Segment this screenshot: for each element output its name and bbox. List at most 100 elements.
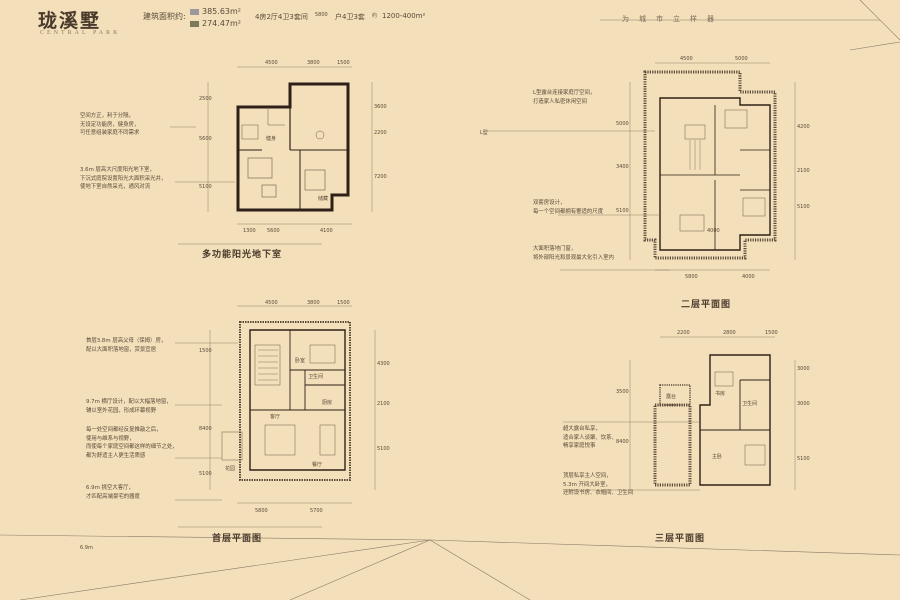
area-row-1: 385.63m² — [190, 7, 241, 16]
area-swatch-2 — [190, 20, 199, 27]
third-dim-top-2: 2800 — [723, 330, 736, 336]
first-desc-2-line-1: 9.7m 横厅设计，配以大幅落地窗， — [86, 399, 172, 405]
second-desc-1: L型露台连接家庭厅空间， 打造家人私密休闲空间 — [533, 89, 653, 106]
second-desc-3-line-1: 大面积落地门窗， — [533, 246, 577, 252]
second-dim-top-2: 5000 — [735, 56, 748, 62]
first-dim-left-1: 1500 — [199, 348, 212, 354]
second-dim-right-1: 4200 — [797, 124, 810, 130]
first-room-living: 客厅 — [270, 413, 280, 420]
project-title: 珑溪墅 — [38, 10, 102, 32]
second-desc-1-line-2: 打造家人私密休闲空间 — [533, 98, 587, 105]
third-desc-2-line-3: 还附设书房、衣帽间、卫生间 — [563, 490, 634, 496]
second-desc-3: 大面积落地门窗， 将外部阳光和景观最大化引入室内 — [533, 245, 653, 262]
second-desc-2-line-1: 双套房设计， — [533, 200, 566, 206]
first-desc-2-line-2: 辅以室外花园，形成环幕视野 — [86, 407, 157, 414]
first-desc-3: 每一处空间都经反复推敲之后， 使用与维系与视野， 而使每个家庭空间都这样的细节之… — [86, 426, 206, 460]
third-desc-2-line-2: 5.3m 开间大卧室， — [563, 481, 611, 488]
third-room-master: 主卧 — [712, 453, 722, 460]
first-dim-left-3: 5100 — [199, 471, 212, 477]
area-value-2: 274.47m² — [202, 19, 241, 28]
area-value-1: 385.63m² — [202, 7, 241, 16]
basement-dim-top-1: 4500 — [265, 60, 278, 66]
second-dim-bottom-2: 4000 — [742, 274, 755, 280]
first-desc-1: 首层3.8m 层高父母（保姆）房， 配以大面积落地窗，赏景宜居 — [86, 337, 206, 354]
third-desc-1-line-3: 畅享家庭悦事 — [563, 443, 596, 449]
second-dim-left-1: 5000 — [616, 121, 629, 127]
first-dim-right-2: 2100 — [377, 401, 390, 407]
basement-dim-right-3: 7200 — [374, 174, 387, 180]
basement-desc-1-line-1: 空间方正，利于分隔， — [80, 113, 134, 119]
basement-desc-1-line-2: 无设定功能房，健身房， — [80, 121, 140, 128]
first-dim-right-3: 5100 — [377, 446, 390, 452]
third-plan-title: 三层平面图 — [655, 534, 706, 544]
second-dim-left-2: 3400 — [616, 164, 629, 170]
area-swatch-1 — [190, 8, 199, 15]
third-room-study: 书房 — [715, 390, 725, 397]
first-desc-4: 6.9m 挑空大客厅， 才匹配高端豪宅的器度 — [86, 484, 206, 501]
first-dim-top-2: 3800 — [307, 300, 320, 306]
first-dim-bottom-1: 5800 — [255, 508, 268, 514]
third-desc-1-line-2: 适合家人谈聚、饮茶、 — [563, 434, 617, 441]
third-dim-right-2: 3000 — [797, 401, 810, 407]
basement-dim-top-3: 1500 — [337, 60, 350, 66]
second-dim-right-3: 5100 — [797, 204, 810, 210]
basement-dim-left-2: 5600 — [199, 136, 212, 142]
slogan: 为城市立样器 — [622, 15, 724, 23]
first-dim-left-2: 8400 — [199, 426, 212, 432]
second-desc-2-line-2: 每一个空间都拥有奢适的尺度 — [533, 208, 604, 215]
second-plan-title: 二层平面图 — [681, 300, 732, 310]
basement-dim-top-2: 3800 — [307, 60, 320, 66]
basement-dim-bottom-2: 5600 — [267, 228, 280, 234]
first-room-bathroom: 卫生间 — [308, 373, 323, 380]
basement-plan-title: 多功能阳光地下室 — [202, 250, 283, 260]
first-room-kitchen: 厨房 — [322, 399, 332, 406]
first-dim-top-1: 4500 — [265, 300, 278, 306]
first-room-dining: 餐厅 — [312, 461, 322, 468]
first-desc-1-line-2: 配以大面积落地窗，赏景宜居 — [86, 346, 157, 353]
basement-desc-1: 空间方正，利于分隔， 无设定功能房，健身房， 可任意组装家庭不同需求 — [80, 112, 200, 138]
second-dim-inner-1: 4000 — [707, 228, 720, 234]
third-desc-2-line-1: 顶层私享主人空间， — [563, 473, 612, 479]
third-dim-top-1: 2200 — [677, 330, 690, 336]
first-desc-3-line-1: 每一处空间都经反复推敲之后， — [86, 427, 162, 433]
third-dim-right-3: 5100 — [797, 456, 810, 462]
first-desc-3-line-2: 使用与维系与视野， — [86, 435, 135, 442]
first-desc-4-line-2: 才匹配高端豪宅的器度 — [86, 493, 140, 500]
first-desc-3-line-4: 都为舒适主人更生活质感 — [86, 452, 146, 459]
spec-rooms-b: 户4卫3套 — [335, 13, 365, 21]
second-dim-bottom-1: 5800 — [685, 274, 698, 280]
first-note-height: 6.9m — [80, 545, 93, 551]
basement-room-gym: 健身 — [266, 135, 276, 142]
area-row-2: 274.47m² — [190, 19, 241, 28]
basement-dim-right-2: 2200 — [374, 130, 387, 136]
basement-desc-2: 3.6m 层高大尺度阳光地下室， 下沉式庭院设置阳光大面积采光井， 使地下室自然… — [80, 166, 200, 192]
second-desc-2: 双套房设计， 每一个空间都拥有奢适的尺度 — [533, 199, 653, 216]
spec-rooms: 4房2厅4卫3套间 — [255, 13, 308, 21]
third-desc-1-line-1: 超大露台私享， — [563, 426, 601, 432]
basement-dim-right-1: 3600 — [374, 104, 387, 110]
spec-range-label: 约 — [372, 13, 378, 19]
second-room-l-terrace: L型 — [480, 129, 488, 136]
second-desc-3-line-2: 将外部阳光和景观最大化引入室内 — [533, 254, 614, 261]
first-desc-2: 9.7m 横厅设计，配以大幅落地窗， 辅以室外花园，形成环幕视野 — [86, 398, 206, 415]
basement-desc-2-line-3: 使地下室自然采光，通风对流 — [80, 184, 151, 190]
area-label: 建筑面积约: — [143, 12, 186, 21]
basement-dim-bottom-3: 4100 — [320, 228, 333, 234]
first-desc-3-line-3: 而使每个家庭空间都这样的细节之处， — [86, 444, 178, 450]
third-desc-2: 顶层私享主人空间， 5.3m 开间大卧室， 还附设书房、衣帽间、卫生间 — [563, 472, 683, 498]
first-desc-1-line-1: 首层3.8m 层高父母（保姆）房， — [86, 338, 167, 344]
spec-range: 1200-400m² — [382, 12, 426, 20]
project-subtitle: CENTRAL PARK — [40, 30, 121, 36]
first-dim-top-3: 1500 — [337, 300, 350, 306]
third-dim-left-2: 8400 — [616, 439, 629, 445]
basement-dim-bottom-1: 1300 — [243, 228, 256, 234]
first-dim-bottom-2: 5700 — [310, 508, 323, 514]
basement-desc-2-line-2: 下沉式庭院设置阳光大面积采光井， — [80, 175, 167, 182]
first-dim-right-1: 4300 — [377, 361, 390, 367]
